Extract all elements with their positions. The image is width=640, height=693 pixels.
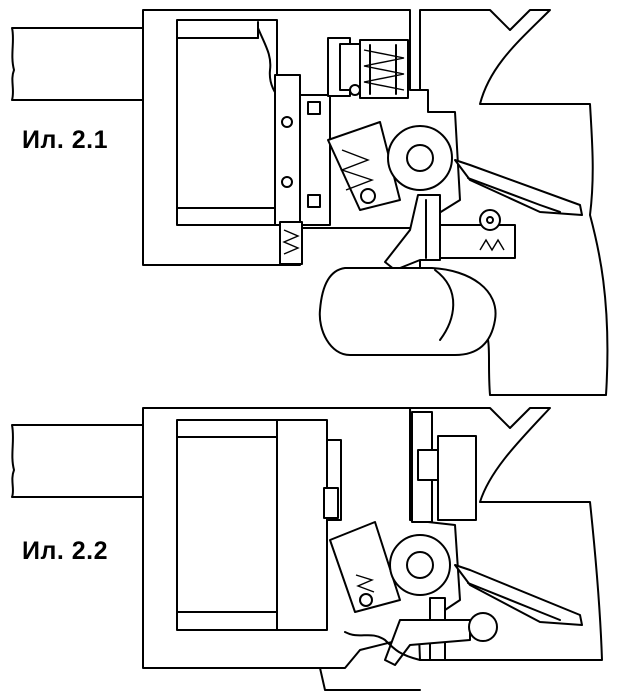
figure-2-2-drawing xyxy=(11,407,603,691)
striker-spring-1 xyxy=(359,39,409,99)
figure-caption-2: Ил. 2.2 xyxy=(22,537,108,565)
cylinder-block-2 xyxy=(176,419,278,631)
hammer-block-1 xyxy=(327,121,401,211)
trigger-arm-2 xyxy=(454,564,583,626)
trigger-guard-1 xyxy=(318,267,497,356)
figure-caption-1: Ил. 2.1 xyxy=(22,126,108,154)
figure-2-1-drawing xyxy=(11,9,609,396)
trigger-arm-1 xyxy=(454,159,583,216)
cylinder-block-1 xyxy=(176,19,278,226)
stock-bar-2 xyxy=(11,424,144,498)
small-spring-1 xyxy=(279,221,303,265)
stock-bar-1 xyxy=(11,27,144,101)
hammer-block-2 xyxy=(329,521,401,613)
